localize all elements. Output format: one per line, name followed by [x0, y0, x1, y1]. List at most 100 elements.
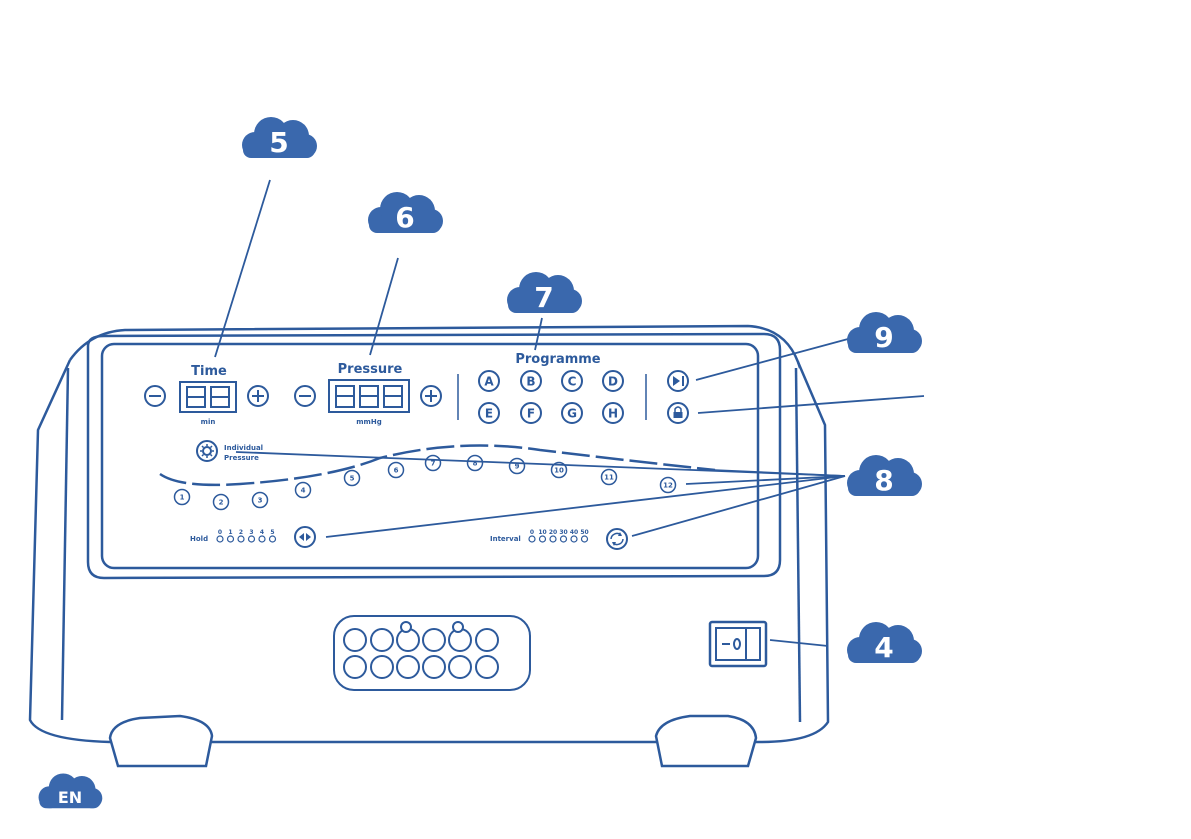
- language-badge: EN: [39, 773, 103, 808]
- led-indicator: [561, 536, 567, 542]
- programme-label: Programme: [515, 352, 600, 367]
- programme-button-e[interactable]: E: [479, 403, 499, 423]
- callout-number: 9: [874, 321, 893, 354]
- callout-5: 5: [242, 117, 317, 159]
- play-pause-button[interactable]: [668, 371, 688, 391]
- programme-button-label: F: [527, 407, 535, 421]
- scale-value: 20: [549, 529, 557, 536]
- right-foot: [656, 716, 756, 766]
- time-minus-button[interactable]: [145, 386, 165, 406]
- callout-number: 7: [534, 281, 553, 314]
- programme-button-label: B: [526, 375, 535, 389]
- programme-button-label: G: [567, 407, 577, 421]
- time-display: [180, 382, 236, 412]
- scale-value: 50: [580, 529, 588, 536]
- interval-button[interactable]: [607, 529, 627, 549]
- programme-button-label: C: [568, 375, 577, 389]
- scale-value: 4: [260, 529, 264, 536]
- callout-number: 5: [269, 126, 288, 159]
- time-plus-button[interactable]: [248, 386, 268, 406]
- chamber-button-8[interactable]: 8: [468, 456, 483, 471]
- callout-9: 9: [847, 312, 922, 354]
- chamber-button-1[interactable]: 1: [175, 490, 190, 505]
- callout-4: 4: [847, 622, 922, 664]
- chamber-number: 1: [180, 494, 185, 502]
- scale-value: 0: [530, 529, 534, 536]
- individual-pressure-label-2: Pressure: [224, 454, 259, 462]
- chamber-button-4[interactable]: 4: [296, 483, 311, 498]
- programme-buttons: A B C D E F G H: [479, 371, 623, 423]
- callout-8: 8: [847, 455, 922, 497]
- pressure-minus-button[interactable]: [295, 386, 315, 406]
- programme-button-a[interactable]: A: [479, 371, 499, 391]
- scale-value: 1: [228, 529, 232, 536]
- led-indicator: [238, 536, 244, 542]
- callout-number: 6: [395, 201, 414, 234]
- programme-button-c[interactable]: C: [562, 371, 582, 391]
- leader-line-8d: [326, 476, 845, 537]
- scale-value: 3: [249, 529, 253, 536]
- led-indicator: [228, 536, 234, 542]
- programme-button-label: E: [485, 407, 493, 421]
- pressure-label: Pressure: [338, 362, 403, 377]
- cycle-icon: [607, 529, 627, 549]
- scale-value: 10: [538, 529, 546, 536]
- power-switch[interactable]: [710, 622, 766, 666]
- left-right-arrows-icon: [295, 527, 315, 547]
- scale-value: 0: [218, 529, 222, 536]
- chamber-number: 11: [604, 474, 614, 482]
- pressure-unit: mmHg: [356, 418, 381, 426]
- language-text: EN: [58, 788, 82, 807]
- time-unit: min: [201, 418, 216, 426]
- callout-number: 8: [874, 464, 893, 497]
- chamber-number: 10: [554, 467, 564, 475]
- chamber-number: 12: [663, 482, 673, 490]
- leader-line-9b: [698, 396, 924, 413]
- callout-6: 6: [368, 192, 443, 234]
- led-indicator: [259, 536, 265, 542]
- programme-button-h[interactable]: H: [603, 403, 623, 423]
- chamber-number: 3: [258, 497, 263, 505]
- hold-leds: 012345: [217, 529, 276, 542]
- scale-value: 2: [239, 529, 243, 536]
- scale-value: 30: [559, 529, 567, 536]
- chamber-button-11[interactable]: 11: [602, 470, 617, 485]
- led-indicator: [529, 536, 535, 542]
- pressure-display: [329, 380, 409, 412]
- connector-port: [334, 616, 530, 690]
- chamber-number: 2: [219, 499, 224, 507]
- chamber-button-12[interactable]: 12: [661, 478, 676, 493]
- programme-button-b[interactable]: B: [521, 371, 541, 391]
- interval-leds: 0 1020304050: [529, 529, 589, 542]
- programme-button-label: A: [484, 375, 494, 389]
- lock-button[interactable]: [668, 403, 688, 423]
- led-indicator: [540, 536, 546, 542]
- left-foot: [110, 716, 212, 766]
- programme-button-d[interactable]: D: [603, 371, 623, 391]
- chamber-button-7[interactable]: 7: [426, 456, 441, 471]
- chamber-number: 6: [394, 467, 399, 475]
- scale-value: 40: [570, 529, 578, 536]
- led-indicator: [582, 536, 588, 542]
- individual-pressure-label-1: Individual: [224, 444, 263, 452]
- chamber-button-2[interactable]: 2: [214, 495, 229, 510]
- led-indicator: [270, 536, 276, 542]
- programme-button-label: D: [608, 375, 618, 389]
- hold-button[interactable]: [295, 527, 315, 547]
- led-indicator: [571, 536, 577, 542]
- chamber-button-6[interactable]: 6: [389, 463, 404, 478]
- hold-label: Hold: [190, 535, 208, 543]
- programme-button-f[interactable]: F: [521, 403, 541, 423]
- programme-button-g[interactable]: G: [562, 403, 582, 423]
- leader-line-6: [370, 258, 398, 355]
- pressure-plus-button[interactable]: [421, 386, 441, 406]
- interval-label: Interval: [490, 535, 521, 543]
- programme-button-label: H: [608, 407, 618, 421]
- chamber-button-5[interactable]: 5: [345, 471, 360, 486]
- led-indicator: [550, 536, 556, 542]
- chamber-button-3[interactable]: 3: [253, 493, 268, 508]
- individual-pressure-button[interactable]: [197, 441, 217, 461]
- scale-value: 5: [270, 529, 274, 536]
- chamber-button-9[interactable]: 9: [510, 459, 525, 474]
